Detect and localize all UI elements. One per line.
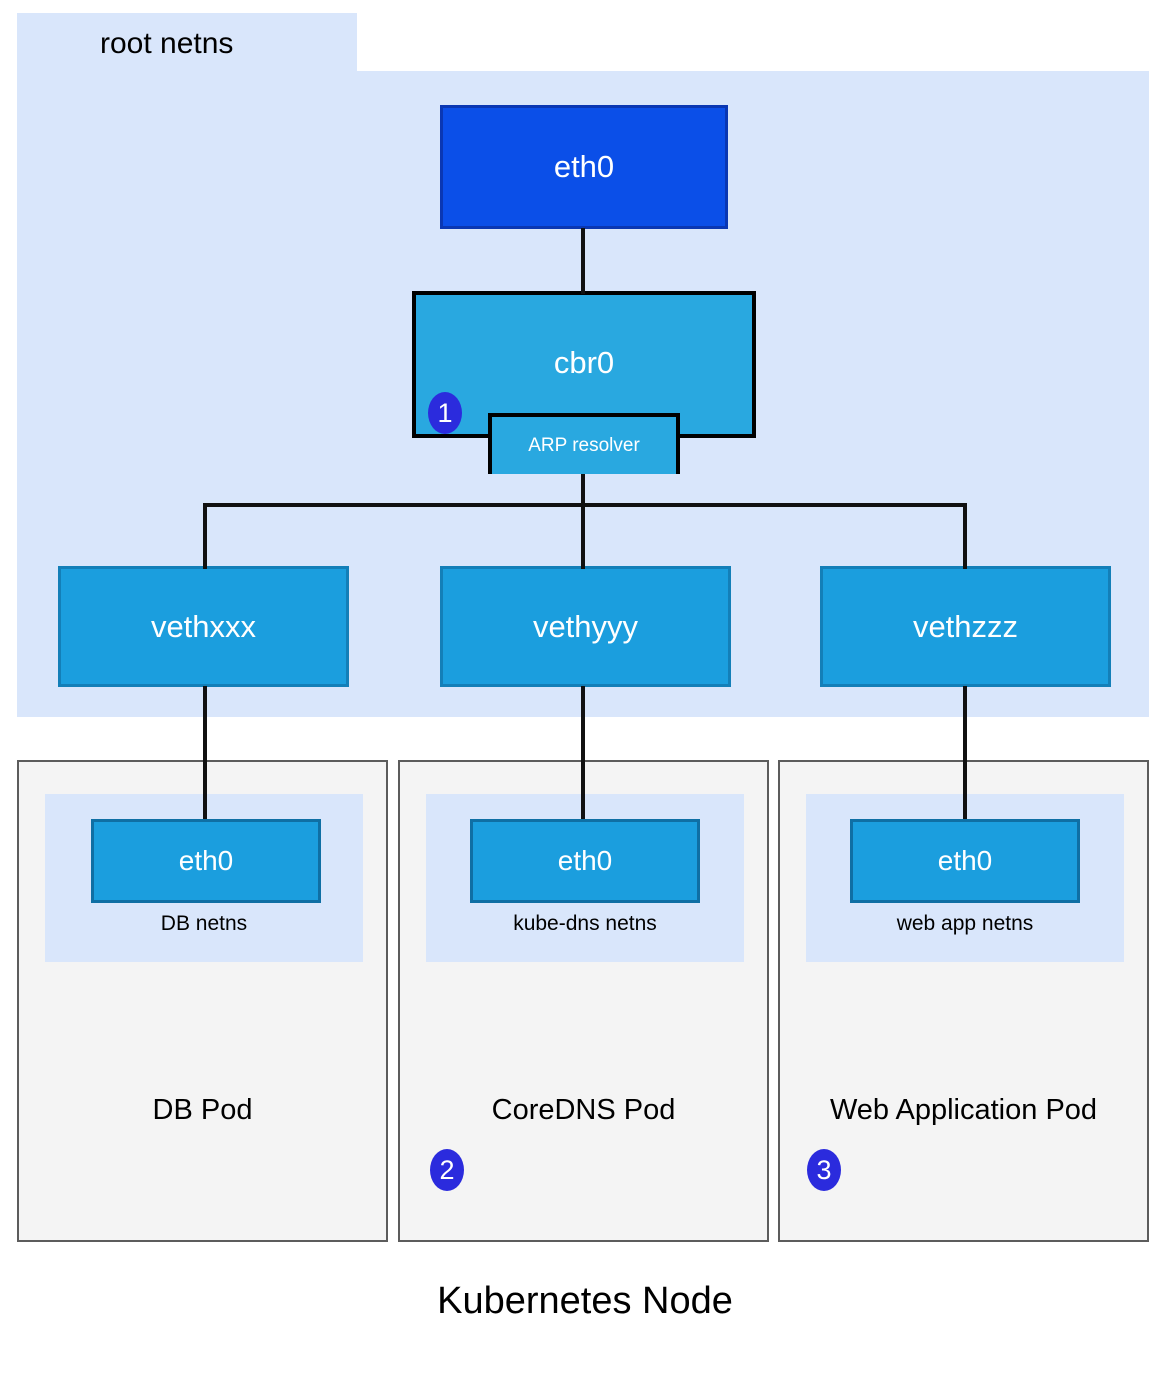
pod-coredns-title: CoreDNS Pod bbox=[491, 1094, 676, 1126]
host-eth0-label: eth0 bbox=[553, 149, 615, 184]
pod-webapp-eth0-box[interactable]: eth0 bbox=[850, 819, 1080, 903]
pod-webapp-eth0-label: eth0 bbox=[937, 845, 993, 876]
pod-db-netns-label: DB netns bbox=[160, 912, 248, 935]
badge-1-bridge: 1 bbox=[428, 392, 462, 434]
badge-2-label: 2 bbox=[439, 1154, 455, 1185]
veth-box-vethxxx[interactable]: vethxxx bbox=[58, 566, 349, 687]
pod-db[interactable]: DB netns eth0 DB Pod bbox=[17, 760, 388, 1242]
arp-resolver-label: ARP resolver bbox=[528, 434, 640, 456]
link-vethyyy-to-coredns-eth0 bbox=[581, 686, 585, 819]
vethzzz-label: vethzzz bbox=[912, 608, 1019, 644]
vethxxx-label: vethxxx bbox=[150, 608, 257, 644]
link-eth0-to-cbr0 bbox=[581, 228, 585, 294]
link-bus-to-vethxxx bbox=[203, 503, 207, 569]
veth-box-vethzzz[interactable]: vethzzz bbox=[820, 566, 1111, 687]
pod-db-title: DB Pod bbox=[152, 1094, 253, 1126]
veth-bus-line bbox=[203, 503, 967, 507]
pod-coredns[interactable]: kube-dns netns eth0 CoreDNS Pod 2 bbox=[398, 760, 769, 1242]
pod-coredns-netns-label: kube-dns netns bbox=[513, 912, 657, 935]
host-eth0-box[interactable]: eth0 bbox=[440, 105, 728, 229]
pod-webapp-netns-label: web app netns bbox=[896, 912, 1034, 935]
link-bus-to-vethyyy bbox=[581, 503, 585, 569]
veth-box-vethyyy[interactable]: vethyyy bbox=[440, 566, 731, 687]
link-bus-to-vethzzz bbox=[963, 503, 967, 569]
cbr0-label: cbr0 bbox=[553, 345, 615, 380]
badge-3-webapp: 3 bbox=[807, 1149, 841, 1191]
vethyyy-label: vethyyy bbox=[532, 608, 639, 644]
pod-webapp[interactable]: web app netns eth0 Web Application Pod 3 bbox=[778, 760, 1149, 1242]
pod-webapp-title: Web Application Pod bbox=[829, 1094, 1098, 1126]
badge-3-label: 3 bbox=[816, 1154, 832, 1185]
pod-coredns-eth0-box[interactable]: eth0 bbox=[470, 819, 700, 903]
pod-db-eth0-label: eth0 bbox=[178, 845, 234, 876]
badge-1-label: 1 bbox=[437, 397, 453, 428]
pod-db-eth0-box[interactable]: eth0 bbox=[91, 819, 321, 903]
link-cbr0-to-bus bbox=[581, 470, 585, 507]
arp-resolver-box[interactable]: ARP resolver bbox=[488, 413, 680, 474]
link-vethxxx-to-db-eth0 bbox=[203, 686, 207, 819]
badge-2-coredns: 2 bbox=[430, 1149, 464, 1191]
root-netns-label: root netns bbox=[100, 27, 234, 60]
node-title: Kubernetes Node bbox=[437, 1280, 733, 1322]
link-vethzzz-to-webapp-eth0 bbox=[963, 686, 967, 819]
pod-coredns-eth0-label: eth0 bbox=[557, 845, 613, 876]
root-netns-notch bbox=[357, 13, 1149, 71]
